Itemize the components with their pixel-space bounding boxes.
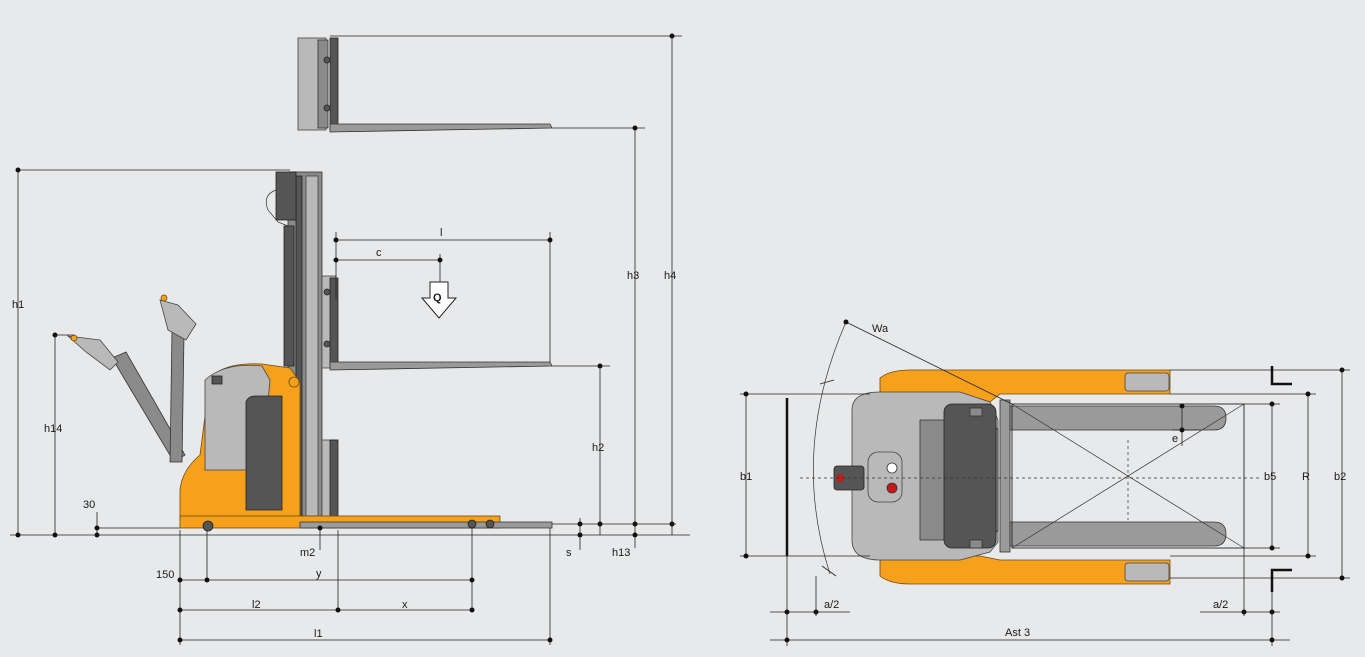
top-dims xyxy=(740,366,1350,646)
label-a2-left: a/2 xyxy=(824,599,839,611)
label-h1: h1 xyxy=(12,299,24,311)
label-a2-right: a/2 xyxy=(1213,599,1228,611)
label-m2: m2 xyxy=(300,547,315,559)
label-h14: h14 xyxy=(44,423,62,435)
label-l: l xyxy=(440,227,442,239)
truck-body xyxy=(179,363,553,532)
right-vertical-dims xyxy=(330,33,682,550)
load-arrow: Q xyxy=(420,281,458,319)
raised-fork-carriage xyxy=(297,37,553,133)
label-r: R xyxy=(1302,471,1310,483)
label-b5: b5 xyxy=(1264,471,1276,483)
lowered-fork-carriage xyxy=(321,439,339,521)
label-x: x xyxy=(402,599,408,611)
label-b2: b2 xyxy=(1334,471,1346,483)
mid-fork-carriage xyxy=(321,275,553,371)
top-chassis xyxy=(833,369,1171,585)
label-wa: Wa xyxy=(872,323,889,335)
top-view: Wa e b1 b5 R b2 a/2 a/2 Ast 3 xyxy=(740,319,1350,646)
label-ast3: Ast 3 xyxy=(1005,627,1030,639)
label-h13: h13 xyxy=(612,547,630,559)
label-h3: h3 xyxy=(627,270,639,282)
fork-length-dims xyxy=(333,232,553,362)
turning-radius xyxy=(812,319,1013,577)
bottom-horizontal-dims xyxy=(177,525,553,645)
label-l1: l1 xyxy=(314,628,323,640)
label-l2: l2 xyxy=(252,599,261,611)
label-y: y xyxy=(316,568,322,580)
left-vertical-dims xyxy=(15,167,290,538)
top-forks xyxy=(800,399,1262,553)
label-150: 150 xyxy=(156,569,174,581)
label-c: c xyxy=(376,247,382,259)
label-s: s xyxy=(566,547,572,559)
label-30: 30 xyxy=(83,499,95,511)
label-h2: h2 xyxy=(592,442,604,454)
label-q: Q xyxy=(433,292,442,304)
tiller-arms xyxy=(66,294,197,463)
label-b1: b1 xyxy=(740,471,752,483)
side-view: Q xyxy=(10,33,690,645)
label-e: e xyxy=(1172,433,1178,445)
label-h4: h4 xyxy=(664,270,676,282)
